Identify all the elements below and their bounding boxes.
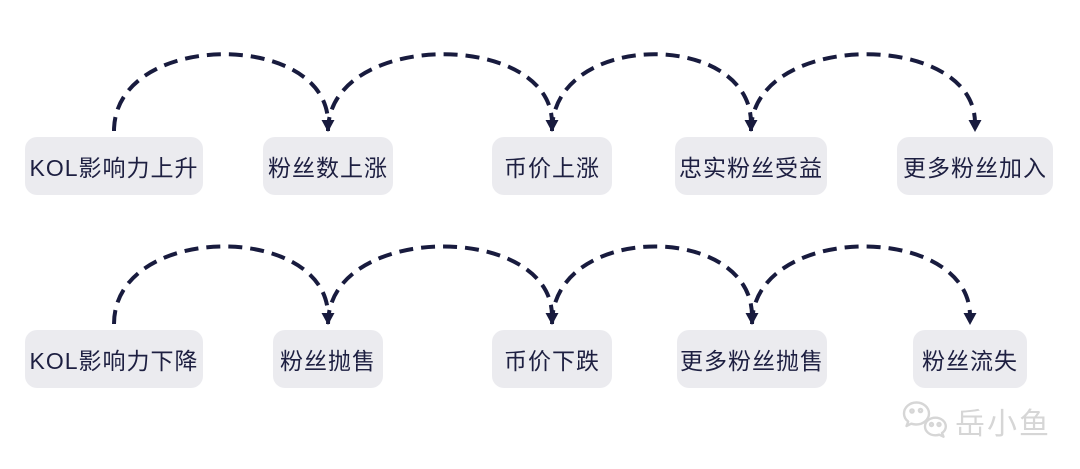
- node-loyal-fans-benefit: 忠实粉丝受益: [675, 137, 827, 195]
- node-more-fans-join: 更多粉丝加入: [897, 137, 1053, 195]
- node-price-rise: 币价上涨: [492, 137, 612, 195]
- arrow-price-down-to-more-selloff: [550, 244, 759, 325]
- arrow-loyal-fans-to-more-fans: [749, 52, 982, 132]
- wechat-icon: [901, 400, 949, 442]
- node-fans-loss: 粉丝流失: [913, 330, 1027, 388]
- arrow-selloff-to-price-down: [326, 244, 559, 325]
- arrow-influence-to-selloff: [112, 244, 335, 325]
- node-more-fans-selloff: 更多粉丝抛售: [677, 330, 827, 388]
- node-kol-influence-fall: KOL影响力下降: [25, 330, 203, 388]
- arrow-influence-to-fans-up: [112, 52, 335, 132]
- node-price-fall: 币价下跌: [492, 330, 612, 388]
- watermark: 岳小鱼: [901, 399, 1051, 443]
- watermark-text: 岳小鱼: [955, 408, 1051, 441]
- node-kol-influence-rise: KOL影响力上升: [25, 137, 203, 195]
- arrow-more-selloff-to-fan-loss: [750, 244, 977, 325]
- arrow-fans-to-price-up: [326, 52, 559, 132]
- arrow-price-to-loyal-fans: [550, 52, 758, 132]
- node-fans-selloff: 粉丝抛售: [273, 330, 383, 388]
- node-fans-increase: 粉丝数上涨: [263, 137, 393, 195]
